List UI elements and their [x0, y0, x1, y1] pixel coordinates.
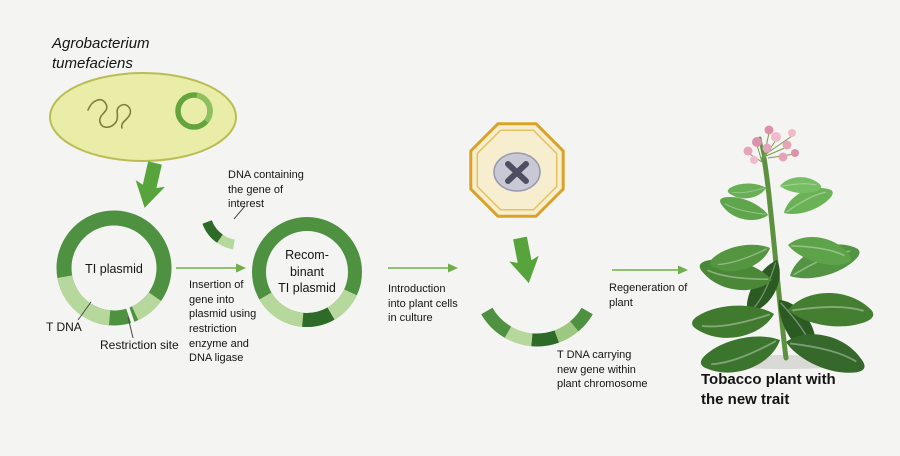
insertion-step-label: Insertion of gene into plasmid using res…: [189, 279, 257, 365]
flower-icon: [782, 140, 792, 150]
insertion-arrow-head: [236, 263, 246, 273]
restriction-site-notch: [125, 306, 135, 325]
introduction-step-label: Introduction into plant cells in culture: [388, 283, 458, 325]
ti-ring-base: [56, 210, 172, 326]
gene-fragment-dark: [202, 220, 223, 243]
chromosome-icon: [505, 161, 529, 184]
chromosome-segment-light: [504, 326, 533, 347]
chromosome-segment: [569, 307, 593, 332]
organism-label: Agrobacterium tumefaciens: [52, 35, 150, 73]
flower-icon: [750, 156, 758, 164]
recombinant-light-segment: [259, 292, 304, 327]
leaf: [689, 301, 777, 342]
t-dna-segment: [57, 275, 111, 326]
inserted-gene-segment: [302, 307, 335, 327]
bacterium-cell: [49, 72, 237, 162]
regeneration-arrow-head: [678, 265, 688, 275]
t-dna-label: T DNA: [46, 320, 82, 334]
gene-dna-label: DNA containing the gene of interest: [228, 169, 304, 211]
ti-plasmid-label: TI plasmid: [85, 262, 143, 276]
regeneration-arrow-icon: [612, 265, 688, 275]
recombinant-light-segment: [327, 289, 357, 320]
tobacco-plant-illustration: [689, 125, 876, 383]
t-dna-carrying-label: T DNA carrying new gene within plant chr…: [557, 349, 648, 391]
flower-icon: [791, 149, 799, 157]
chromosome-segment-mid: [554, 321, 579, 343]
insertion-arrow-icon: [176, 263, 246, 273]
flower-icon: [778, 152, 788, 162]
plant-stem: [761, 155, 789, 361]
recombinant-plasmid-ring: [252, 217, 362, 327]
flower-icon: [752, 137, 762, 147]
flower-icon: [743, 146, 753, 156]
result-label: Tobacco plant with the new trait: [701, 371, 836, 408]
recombinant-plasmid-label: Recom- binant TI plasmid: [278, 248, 336, 296]
gene-of-interest-arc: [202, 205, 246, 250]
down-arrow-icon: [135, 161, 165, 208]
down-arrow-icon: [509, 236, 539, 284]
leaf: [727, 182, 767, 200]
restriction-site-label: Restriction site: [100, 338, 179, 352]
t-dna-leader-line: [77, 301, 92, 321]
flower-icon: [771, 132, 781, 142]
new-gene-segment: [531, 330, 560, 347]
flow-arrow-icon: [388, 263, 458, 273]
plant-cell-membrane: [476, 129, 558, 211]
flower-cluster: [743, 125, 799, 164]
bacterial-chromosome-icon: [87, 98, 132, 129]
t-dna-segment: [131, 292, 162, 321]
plant-cell: [469, 122, 565, 218]
chromosome-segment: [481, 307, 512, 338]
restriction-site-leader-line: [127, 316, 134, 339]
plasmid-icon-highlight: [196, 92, 213, 124]
t-dna-arc: [481, 307, 593, 347]
ti-plasmid-ring: [56, 210, 172, 339]
flow-arrow-head: [448, 263, 458, 273]
regeneration-step-label: Regeneration of plant: [609, 282, 688, 309]
flower-icon: [762, 143, 772, 153]
gene-fragment-light: [217, 234, 236, 250]
flower-icon: [764, 125, 774, 135]
gene-leader-line: [233, 205, 246, 220]
flower-icon: [788, 129, 796, 137]
